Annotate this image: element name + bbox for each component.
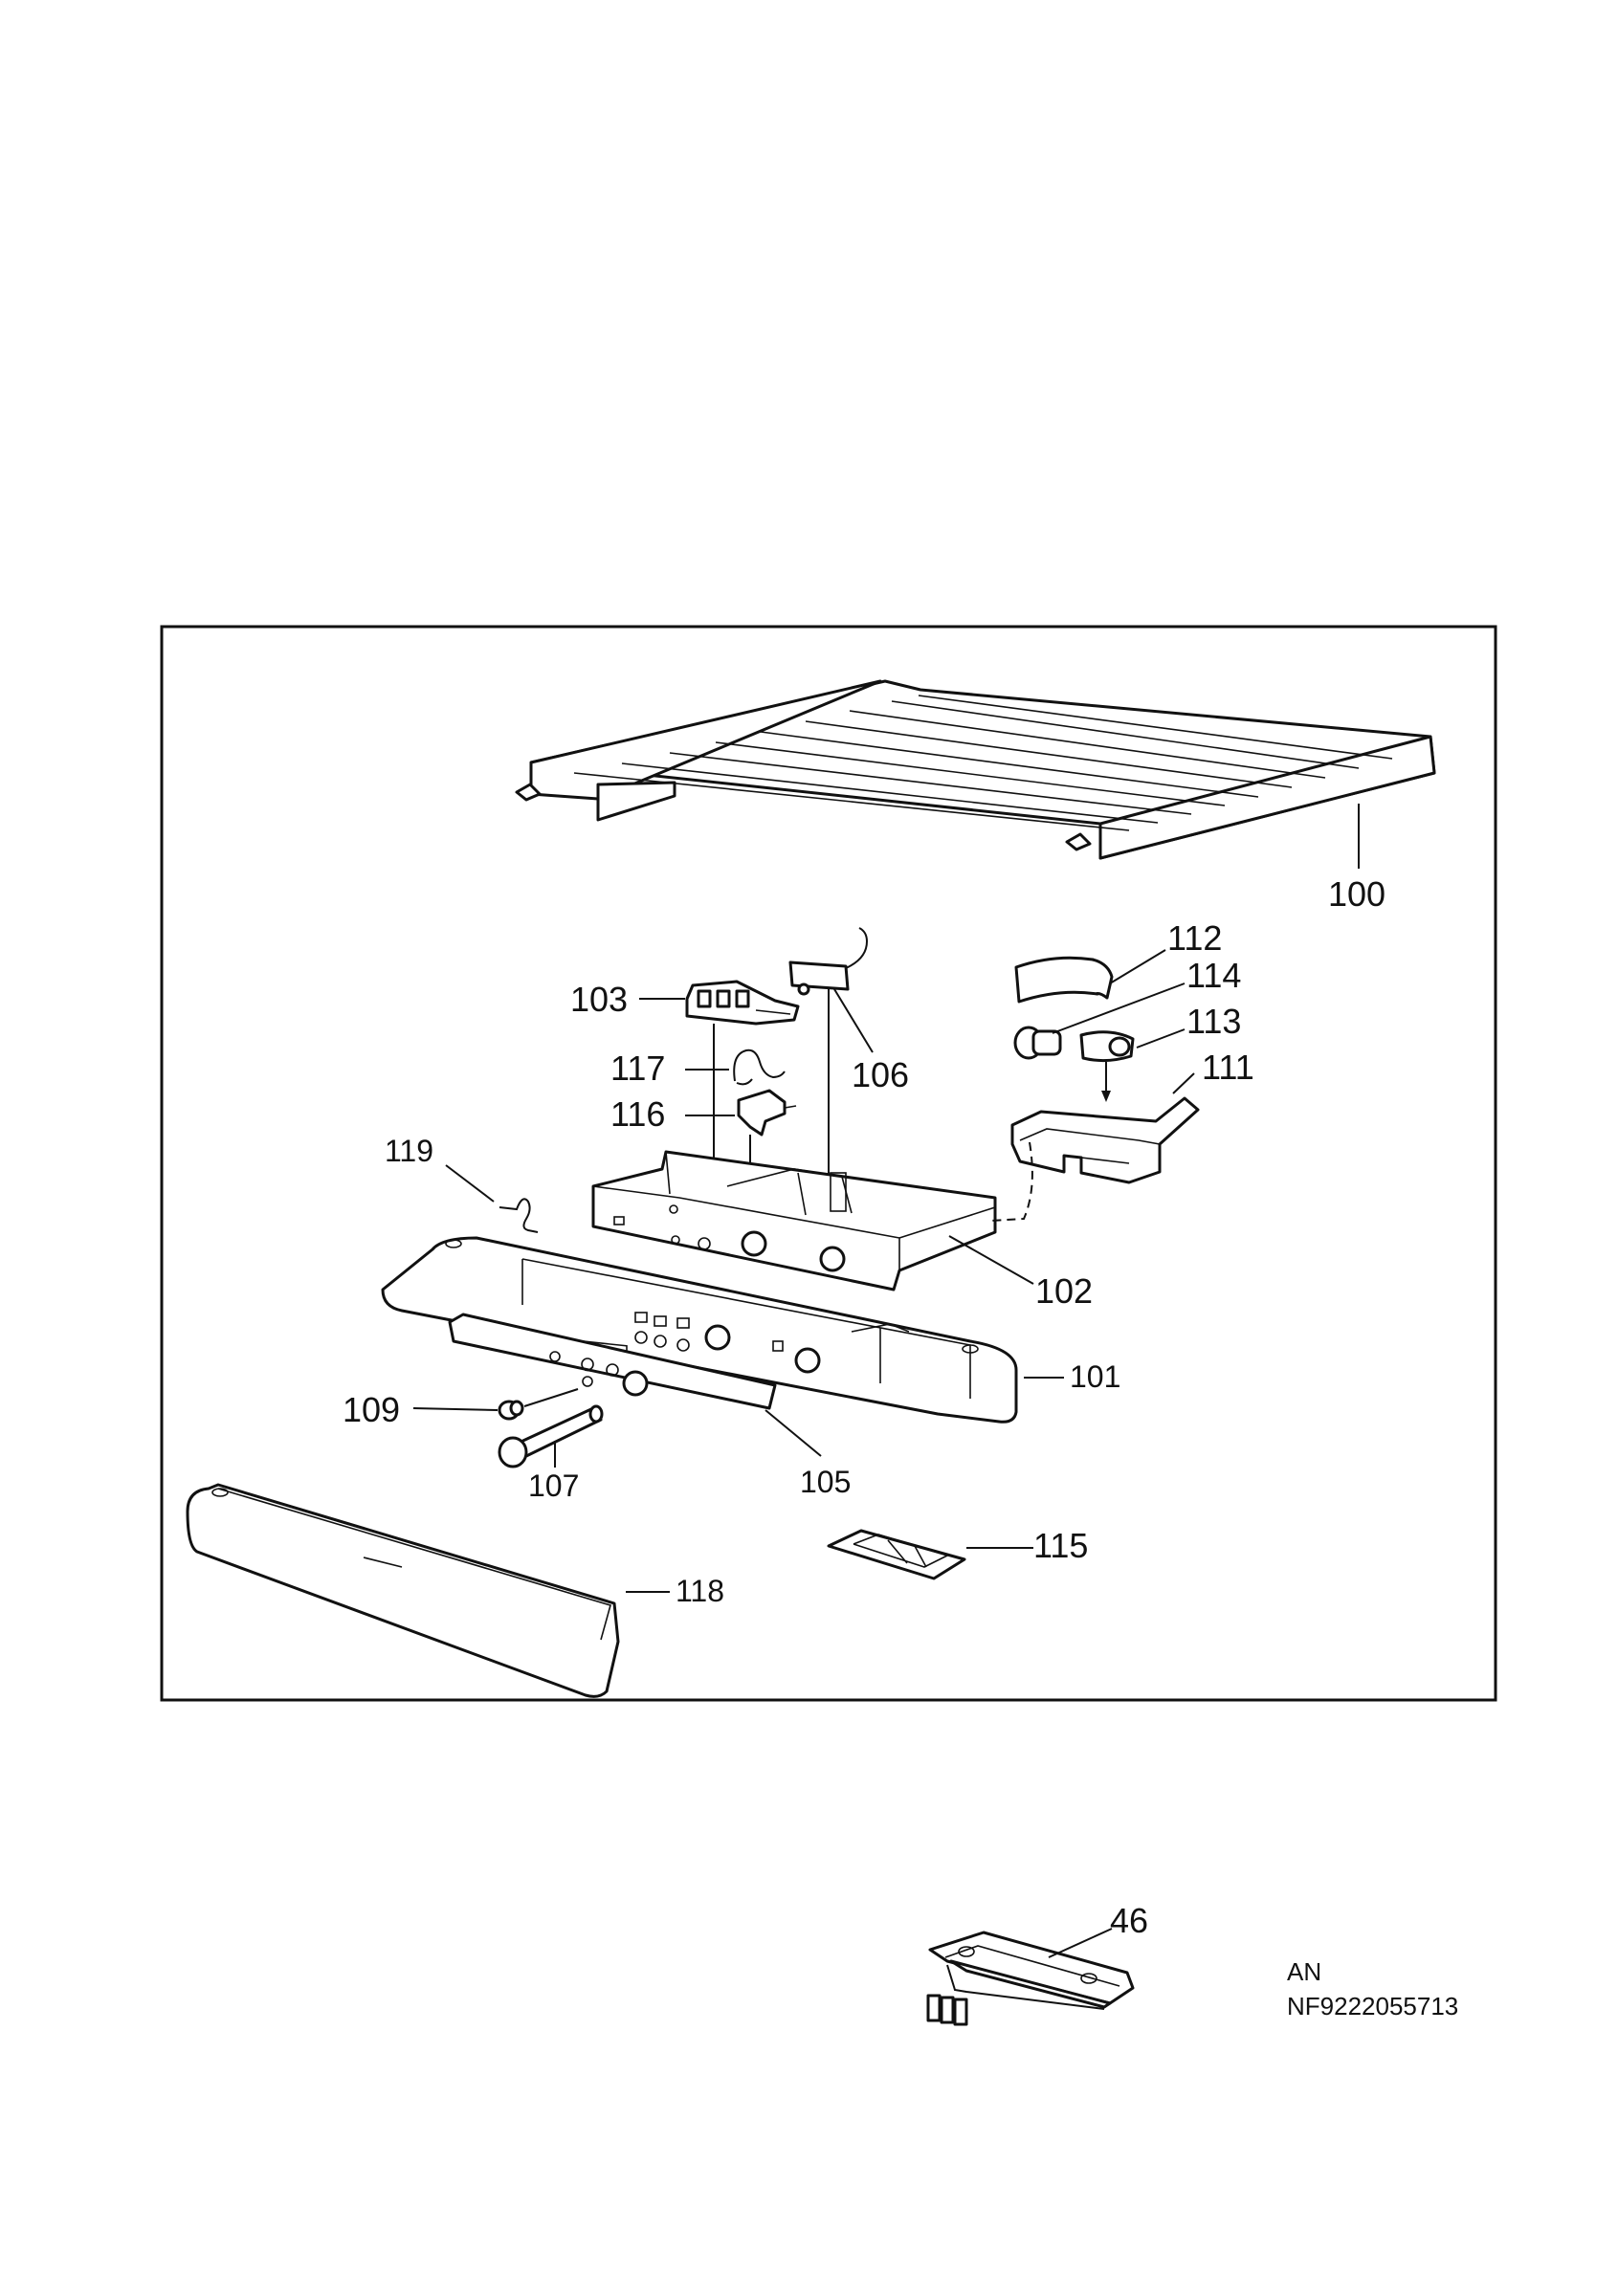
part-109-button bbox=[498, 1400, 524, 1421]
footer-code-line2: NF9222055713 bbox=[1287, 1992, 1458, 2020]
callout-113: 113 bbox=[1186, 1002, 1241, 1041]
callout-118: 118 bbox=[676, 1574, 724, 1608]
callout-109: 109 bbox=[343, 1390, 400, 1429]
part-118-trim-strip bbox=[186, 1483, 620, 1698]
callout-112: 112 bbox=[1167, 918, 1222, 958]
part-107-knob-shaft bbox=[498, 1404, 604, 1468]
callout-116: 116 bbox=[610, 1094, 665, 1134]
footer-code-line1: AN bbox=[1287, 1957, 1321, 1986]
callout-107: 107 bbox=[528, 1468, 579, 1503]
callout-100: 100 bbox=[1328, 874, 1385, 914]
part-102-control-box bbox=[591, 1150, 997, 1292]
part-106-thermostat bbox=[788, 927, 869, 996]
callout-119: 119 bbox=[385, 1134, 433, 1168]
callout-102: 102 bbox=[1035, 1271, 1093, 1311]
part-100-shelf bbox=[515, 679, 1436, 860]
part-46-bracket bbox=[926, 1931, 1135, 2026]
callout-111: 111 bbox=[1202, 1048, 1254, 1087]
part-117-spring bbox=[733, 1049, 786, 1086]
part-116-lever bbox=[737, 1089, 797, 1137]
part-111-lamp-housing bbox=[1010, 1096, 1200, 1184]
diagram-frame bbox=[160, 625, 1497, 1702]
callout-117: 117 bbox=[610, 1049, 665, 1088]
part-105-button-panel bbox=[448, 1313, 777, 1410]
callout-101: 101 bbox=[1070, 1359, 1120, 1394]
callout-105: 105 bbox=[800, 1465, 851, 1499]
callout-106: 106 bbox=[852, 1055, 909, 1094]
part-115-grille bbox=[827, 1529, 966, 1580]
callout-114: 114 bbox=[1186, 956, 1241, 995]
part-119-spring bbox=[499, 1198, 539, 1233]
part-114-bulb bbox=[1013, 1026, 1062, 1060]
callout-46: 46 bbox=[1110, 1901, 1148, 1940]
part-113-lamp-socket bbox=[1079, 1030, 1135, 1063]
part-101-control-panel bbox=[381, 1236, 1018, 1424]
callout-103: 103 bbox=[570, 980, 628, 1019]
part-103-terminal-block bbox=[685, 980, 800, 1026]
callout-115: 115 bbox=[1033, 1526, 1088, 1565]
part-112-lamp-cover bbox=[1014, 956, 1114, 1004]
